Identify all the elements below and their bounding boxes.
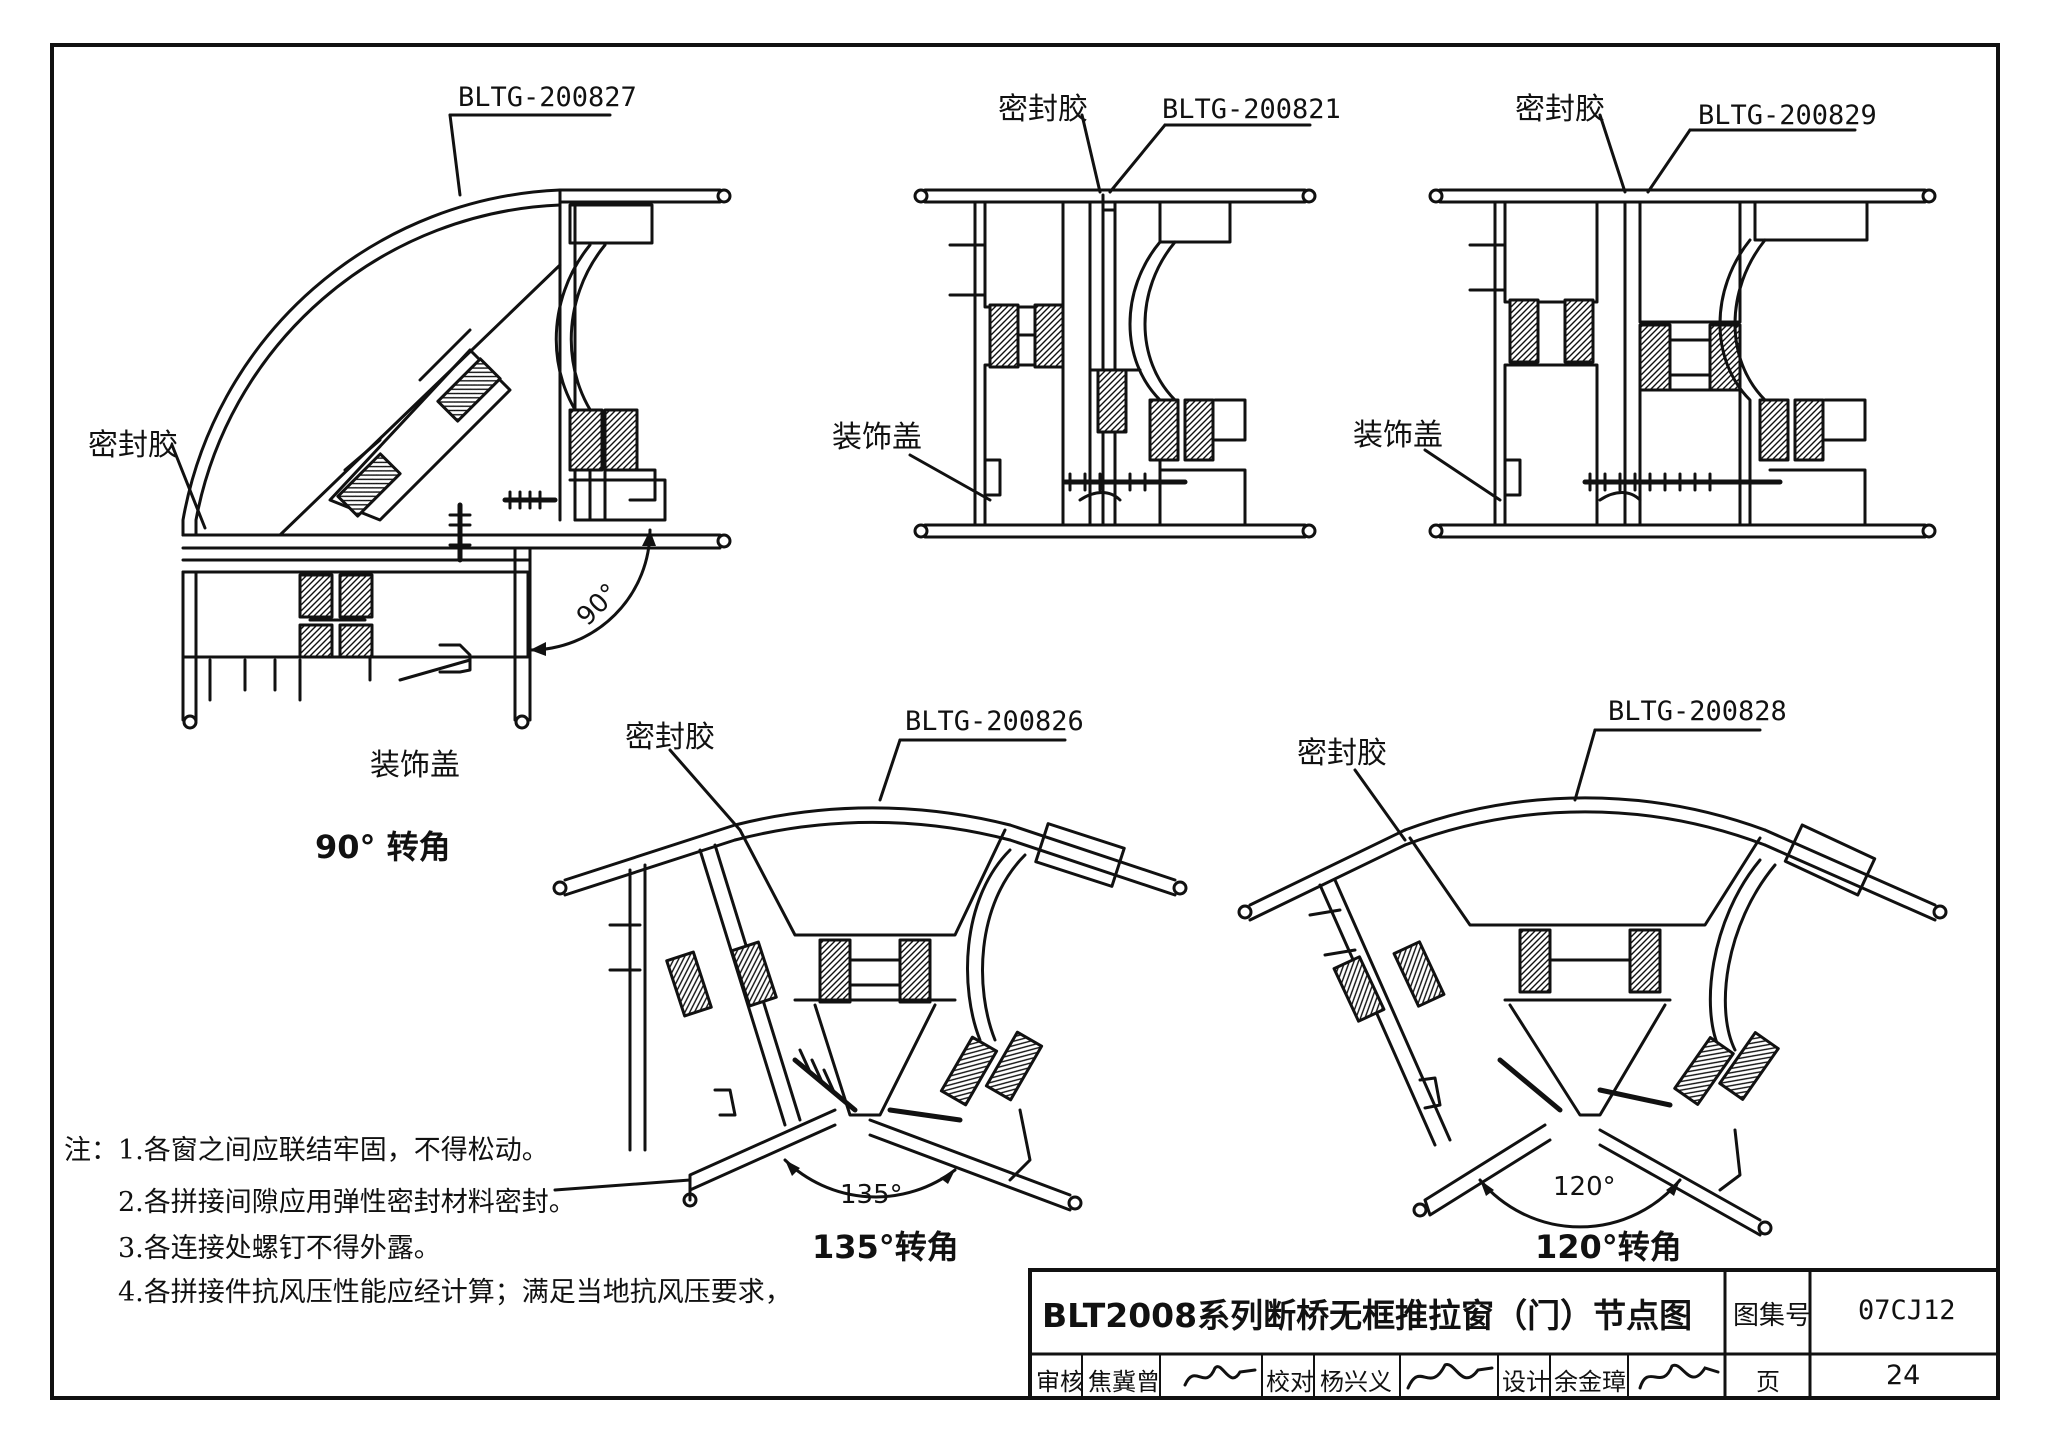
cover-label-right: 装饰盖 [1353,418,1443,453]
title-block-frame [1028,1268,2000,1400]
angle-label-135: 135° [840,1180,903,1210]
design-label: 设计 [1502,1368,1550,1396]
drawing-title: BLT2008系列断桥无框推拉窗（门）节点图 [1042,1296,1693,1335]
note-item-2: 2.各拼接间隙应用弹性密封材料密封。 [118,1187,576,1218]
angle-label-120: 120° [1553,1172,1616,1202]
sheet-border [50,43,2000,1400]
corner-title-90: 90° 转角 [315,828,451,866]
sealant-label-right: 密封胶 [1515,92,1605,127]
design-signature [1638,1363,1720,1390]
review-label: 审核 [1036,1368,1084,1396]
review-name: 焦冀曾 [1088,1368,1160,1396]
review-signature [1183,1365,1257,1387]
profile-code-200828: BLTG-200828 [1608,696,1787,727]
profile-code-200826: BLTG-200826 [905,706,1084,737]
atlas-number-label: 图集号 [1733,1301,1812,1331]
sealant-label-mid: 密封胶 [998,92,1088,127]
profile-code-200821: BLTG-200821 [1162,94,1341,125]
corner-title-120: 120°转角 [1535,1228,1682,1266]
sealant-label-135: 密封胶 [625,720,715,755]
corner-135-drawing [552,738,1188,1212]
profile-code-200827: BLTG-200827 [458,82,637,113]
top-right-drawing [1423,113,1937,539]
cover-label-mid: 装饰盖 [832,420,922,455]
check-signature [1406,1363,1494,1390]
atlas-number: 07CJ12 [1858,1295,1956,1326]
design-name: 余金璋 [1554,1368,1626,1396]
corner-90-drawing [170,113,732,730]
corner-120-drawing [1237,728,1948,1237]
check-name: 杨兴义 [1320,1368,1392,1396]
cover-label-90: 装饰盖 [370,748,460,783]
page-number: 24 [1886,1360,1921,1391]
check-label: 校对 [1266,1368,1314,1396]
note-item-1: 1.各窗之间应联结牢固，不得松动。 [118,1135,549,1166]
note-item-4: 4.各拼接件抗风压性能应经计算；满足当地抗风压要求， [118,1277,792,1308]
top-mid-drawing [908,113,1317,539]
profile-code-200829: BLTG-200829 [1698,100,1877,131]
note-item-3: 3.各连接处螺钉不得外露。 [118,1233,441,1264]
sealant-label-90: 密封胶 [88,428,178,463]
page-label: 页 [1756,1368,1780,1396]
sealant-label-120: 密封胶 [1297,736,1387,771]
notes-prefix: 注： [64,1135,118,1166]
corner-title-135: 135°转角 [812,1228,959,1266]
signature-marks [1183,1363,1720,1390]
